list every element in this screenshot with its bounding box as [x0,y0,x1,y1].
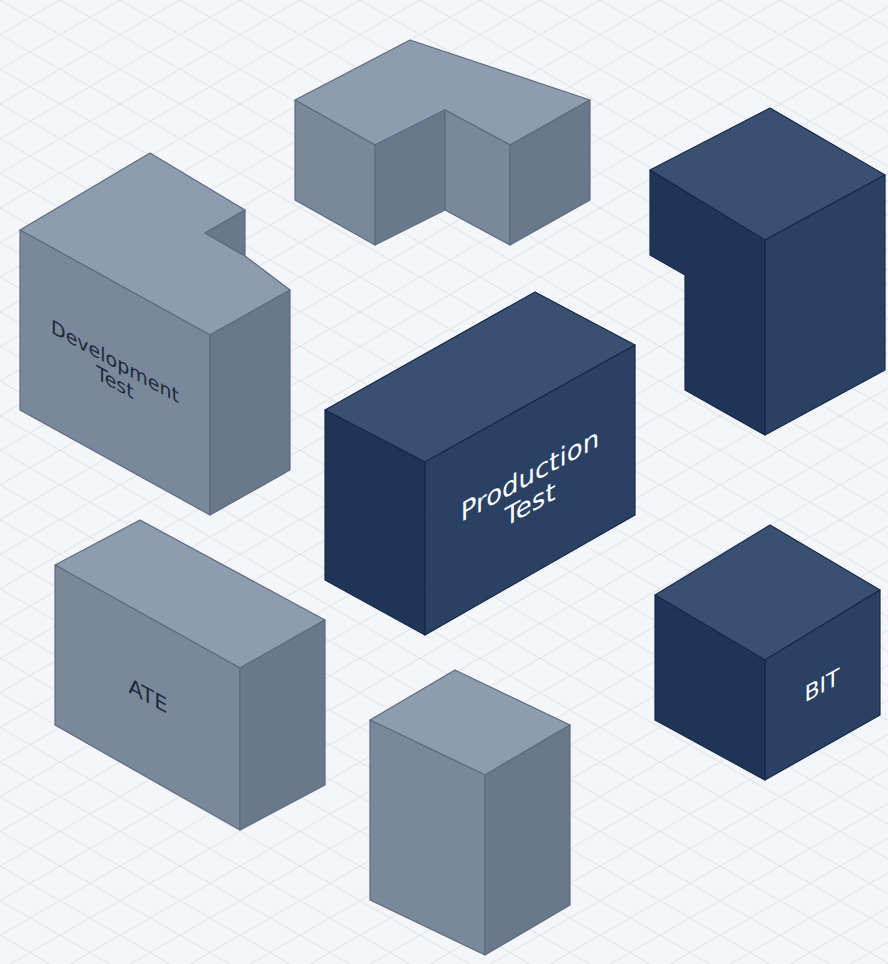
bit-block: BIT [655,525,880,780]
block-face [425,345,635,635]
block-face [210,290,290,515]
right-tall-block [650,108,885,435]
ate-block: ATE [55,520,325,830]
block-face [240,620,325,830]
block-outline [55,520,325,830]
block-face [20,230,210,515]
top-l-block [295,40,590,245]
block-outline [655,525,880,780]
block-face [655,595,765,780]
block-face [55,565,240,830]
bottom-small-block [370,670,570,955]
block-face [325,410,425,635]
block-face [205,210,245,256]
block-face [765,590,880,780]
production-test-block: Production Test [325,292,635,635]
development-test-block: Development Test [20,153,290,515]
